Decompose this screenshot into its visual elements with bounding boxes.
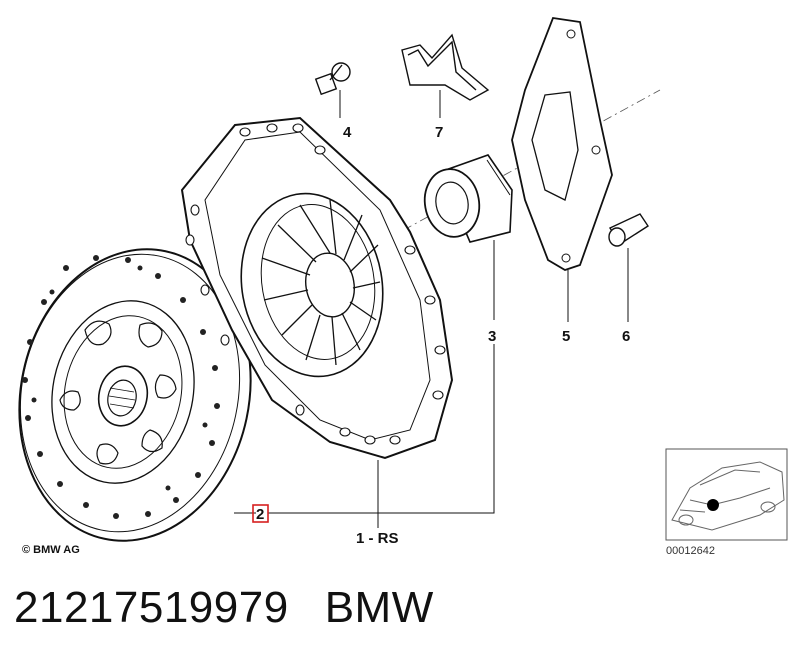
callout-5: 5 bbox=[562, 328, 570, 345]
callout-3: 3 bbox=[488, 328, 496, 345]
bolt[interactable] bbox=[314, 62, 351, 96]
brand-name: BMW bbox=[324, 583, 434, 632]
leader-lines bbox=[234, 90, 629, 528]
inset-reference: 00012642 bbox=[666, 545, 715, 557]
callout-6: 6 bbox=[622, 328, 630, 345]
callout-7: 7 bbox=[435, 124, 443, 141]
callout-2-highlight[interactable]: 2 bbox=[252, 504, 269, 523]
location-marker-icon bbox=[707, 499, 719, 511]
callout-1-rs: 1 - RS bbox=[356, 530, 399, 547]
callout-4: 4 bbox=[343, 124, 352, 141]
dowel-pin[interactable] bbox=[608, 213, 649, 247]
part-caption: 21217519979 BMW bbox=[14, 583, 470, 633]
part-number: 21217519979 bbox=[14, 583, 289, 632]
copyright-text: © BMW AG bbox=[22, 544, 80, 556]
clutch-disc[interactable] bbox=[0, 228, 277, 563]
clutch-exploded-diagram: 4 7 3 5 6 1 - RS 2 © BMW AG 00012642 bbox=[0, 17, 788, 563]
car-locator-inset bbox=[665, 448, 788, 541]
callout-2: 2 bbox=[256, 506, 264, 523]
car-outline-icon bbox=[671, 461, 785, 531]
shield-plate[interactable] bbox=[511, 17, 613, 271]
pressure-plate[interactable] bbox=[180, 116, 454, 460]
highlight-box bbox=[252, 504, 269, 523]
spring-clip[interactable] bbox=[401, 33, 490, 101]
release-bearing[interactable] bbox=[420, 154, 513, 243]
